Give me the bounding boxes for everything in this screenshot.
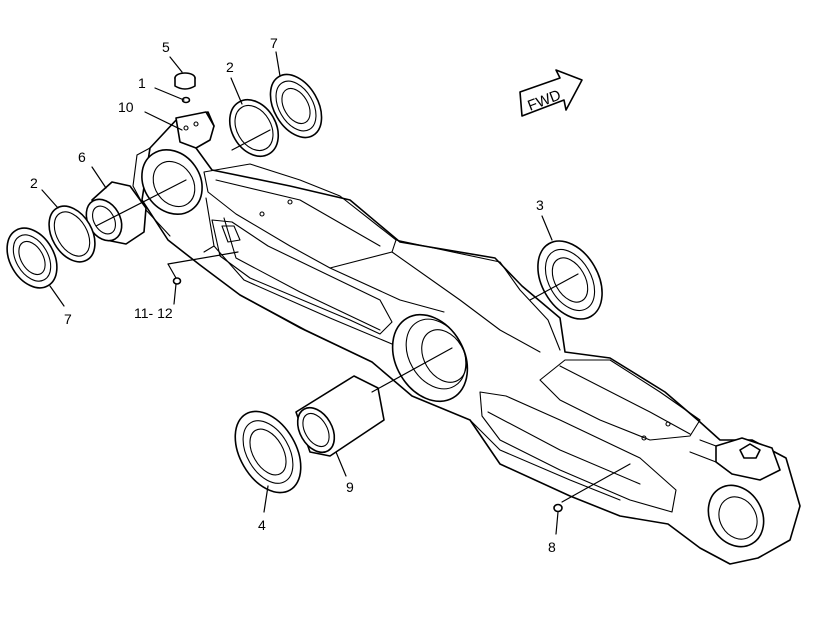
callout-9: 9 bbox=[346, 479, 354, 495]
callout-1: 1 bbox=[138, 75, 146, 91]
part-3-seal bbox=[537, 240, 603, 320]
part-7-seal-left bbox=[6, 227, 58, 289]
callout-4: 4 bbox=[258, 517, 266, 533]
callout-10: 10 bbox=[118, 99, 134, 115]
part-2-ring-left bbox=[48, 205, 96, 263]
part-11-12-fitting bbox=[172, 277, 182, 285]
callout-3: 3 bbox=[536, 197, 544, 213]
part-7-seal-top bbox=[269, 73, 323, 139]
part-9-sleeve bbox=[295, 375, 385, 457]
main-frame-body bbox=[132, 111, 801, 565]
part-4-seal bbox=[234, 410, 302, 494]
callout-8: 8 bbox=[548, 539, 556, 555]
part-2-ring-top bbox=[228, 98, 280, 158]
callout-5: 5 bbox=[162, 39, 170, 55]
callout-6: 6 bbox=[78, 149, 86, 165]
callout-2-top: 2 bbox=[226, 59, 234, 75]
callout-2-left: 2 bbox=[30, 175, 38, 191]
part-6-bearing bbox=[85, 181, 147, 245]
fwd-direction-arrow-icon: FWD bbox=[519, 69, 583, 117]
part-8-fitting bbox=[553, 503, 563, 513]
callout-7-left: 7 bbox=[64, 311, 72, 327]
callout-11-12: 11- 12 bbox=[134, 305, 173, 321]
callouts: 5 1 10 2 7 6 2 7 11- 12 3 4 9 8 bbox=[30, 35, 556, 555]
callout-7-top: 7 bbox=[270, 35, 278, 51]
part-5-cap bbox=[174, 72, 196, 90]
leader-lines bbox=[41, 51, 631, 535]
